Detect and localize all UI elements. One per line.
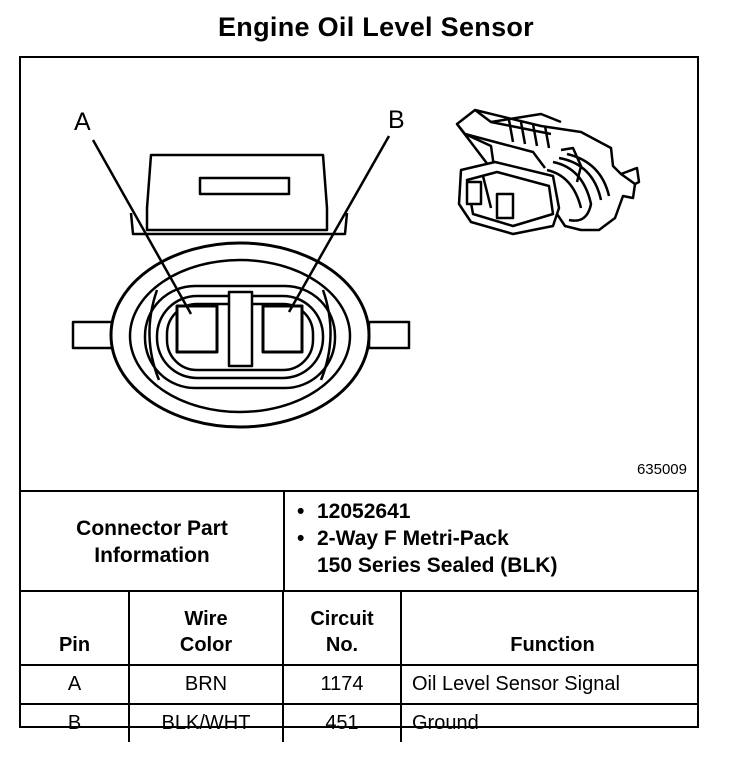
header-pin-text: Pin xyxy=(58,634,91,656)
connector-info-label: Connector Part Information xyxy=(21,492,285,592)
page-title: Engine Oil Level Sensor xyxy=(218,12,534,42)
connector-diagram: A B xyxy=(21,58,697,490)
header-wire-color-line1: Wire xyxy=(184,608,228,630)
connector-part-info: Connector Part Information • 12052641 • 2-… xyxy=(21,490,697,592)
connector-info-label-line2: Information xyxy=(94,544,210,567)
header-pin: Pin xyxy=(21,590,130,666)
cell-wire-color: BRN xyxy=(128,664,284,705)
cell-circuit: 1174 xyxy=(282,664,402,705)
cell-wire-color: BLK/WHT xyxy=(128,703,284,742)
header-wire-color-line2: Color xyxy=(179,634,233,656)
pin-b-leader xyxy=(287,135,391,313)
cell-pin: B xyxy=(21,703,130,742)
bullet: • xyxy=(297,500,305,523)
connector-description-line1: 2-Way F Metri-Pack xyxy=(317,527,509,550)
header-function-text: Function xyxy=(510,634,595,656)
connector-description-item: • 2-Way F Metri-Pack xyxy=(297,525,557,552)
header-circuit-line1: Circuit xyxy=(310,608,374,630)
connector-description-line2: 150 Series Sealed (BLK) xyxy=(317,554,558,577)
pin-b-label: B xyxy=(388,106,405,134)
pin-a-label: A xyxy=(74,108,91,136)
part-number-item: • 12052641 xyxy=(297,498,557,525)
table-row: A BRN 1174 Oil Level Sensor Signal xyxy=(21,664,697,705)
cell-circuit: 451 xyxy=(282,703,402,742)
table-row: B BLK/WHT 451 Ground xyxy=(21,703,697,742)
part-number: 12052641 xyxy=(317,500,411,523)
cell-function: Ground xyxy=(400,703,697,742)
header-function: Function xyxy=(400,590,697,666)
connector-sheet: A B xyxy=(19,56,699,742)
figure-id: 635009 xyxy=(636,461,687,478)
cell-function: Oil Level Sensor Signal xyxy=(400,664,697,705)
connector-info-list: • 12052641 • 2-Way F Metri-Pack 150 Series… xyxy=(297,498,557,579)
pin-a-leader xyxy=(91,139,193,315)
header-circuit-line2: No. xyxy=(325,634,359,656)
bullet: • xyxy=(297,527,305,550)
connector-face-drawing: A B xyxy=(71,106,641,429)
connector-isometric-illustration xyxy=(455,108,641,236)
cell-pin: A xyxy=(21,664,130,705)
connector-info-label-line1: Connector Part xyxy=(76,517,228,540)
